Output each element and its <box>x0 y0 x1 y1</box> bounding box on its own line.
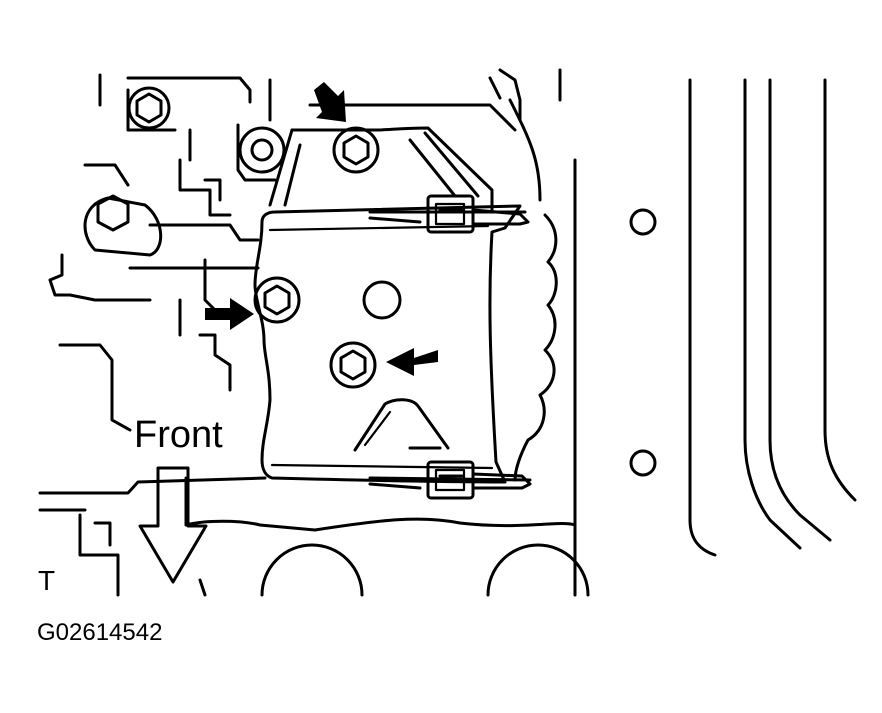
figure-code: G02614542 <box>37 619 162 646</box>
arrow-icon <box>386 348 438 376</box>
arrow-icon <box>205 298 254 330</box>
engine-case-bottom <box>38 476 590 597</box>
bolt-icon <box>253 276 301 324</box>
bolt-icon <box>332 126 380 174</box>
mount-bracket <box>253 126 522 484</box>
bolt-icon <box>238 126 286 174</box>
lower-clip <box>368 460 532 500</box>
bolt-icon <box>127 86 171 130</box>
front-label: Front <box>134 414 223 456</box>
front-direction-arrow-icon <box>138 466 208 584</box>
upper-clip <box>368 194 530 234</box>
engine-case-left <box>48 73 286 432</box>
side-marker-label: T <box>38 565 55 596</box>
bolt-icon <box>96 194 130 232</box>
arrow-icon <box>314 82 346 122</box>
engine-case-right <box>308 68 857 597</box>
bolt-icon <box>329 341 377 389</box>
